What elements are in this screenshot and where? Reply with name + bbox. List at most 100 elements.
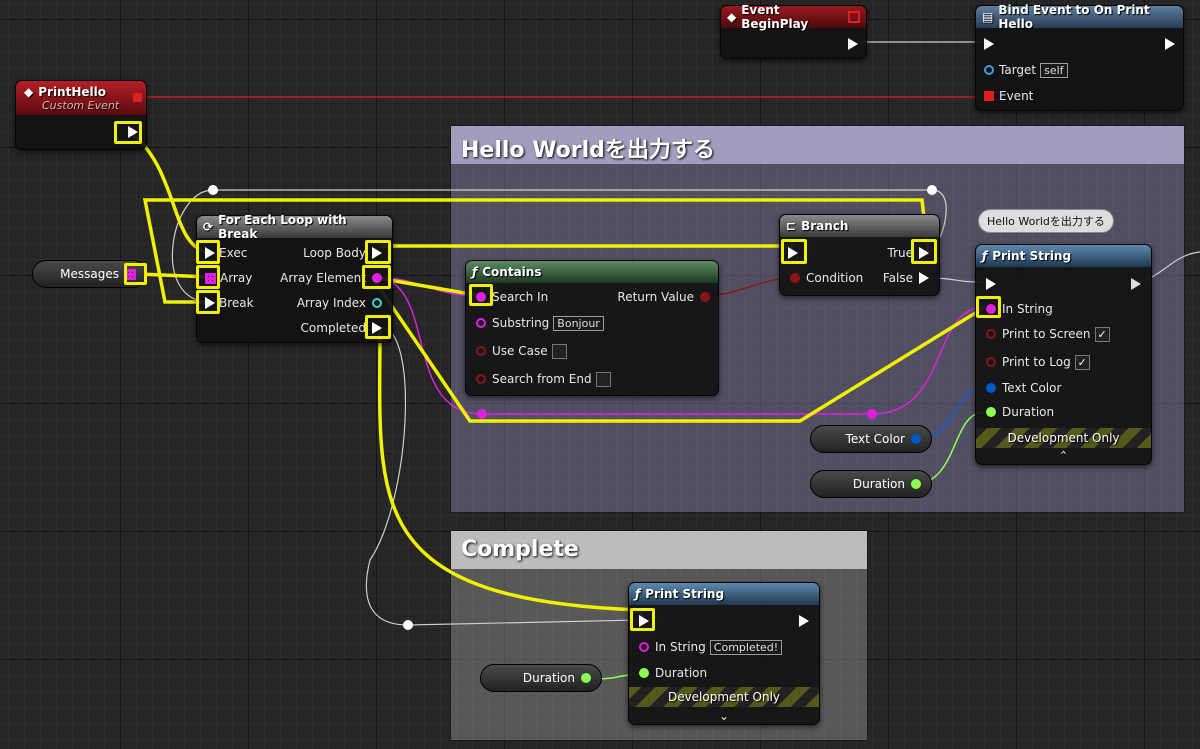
array-element-pin[interactable] <box>372 273 382 283</box>
text-color-variable-node[interactable]: Text Color <box>810 425 932 453</box>
comment-title: Complete <box>451 531 867 569</box>
struct-pin[interactable] <box>911 434 921 444</box>
use-case-pin[interactable] <box>476 346 486 356</box>
duration-var-label: Duration <box>522 671 575 685</box>
condition-pin[interactable] <box>790 273 800 283</box>
exec-out-pin[interactable] <box>1165 38 1175 50</box>
duration-variable-node[interactable]: Duration <box>810 470 932 498</box>
comment-bubble[interactable]: Hello Worldを出力する <box>978 209 1114 233</box>
expand-chevron-icon[interactable]: ⌄ <box>718 709 730 723</box>
print-to-screen-checkbox[interactable]: ✓ <box>1094 326 1110 342</box>
duration-label: Duration <box>1002 405 1055 419</box>
contains-node[interactable]: ƒ Contains Search In Return Value Substr… <box>465 260 719 396</box>
search-from-end-pin[interactable] <box>476 374 486 384</box>
bind-event-node[interactable]: ▤ Bind Event to On Print Hello Target se… <box>975 3 1184 111</box>
reroute-knot <box>477 409 487 419</box>
true-label: True <box>887 246 914 260</box>
substring-pin[interactable] <box>476 318 486 328</box>
exec-label: Exec <box>219 246 248 260</box>
node-title: Bind Event to On Print Hello <box>998 3 1150 31</box>
event-icon: ◆ <box>24 84 34 99</box>
search-from-end-label: Search from End <box>492 372 592 386</box>
branch-icon: ⊏ <box>786 219 797 233</box>
return-value-pin[interactable] <box>700 292 710 302</box>
true-pin[interactable] <box>919 247 929 259</box>
duration-pin[interactable] <box>986 407 996 417</box>
search-from-end-checkbox[interactable] <box>595 371 611 387</box>
text-color-pin[interactable] <box>986 383 996 393</box>
event-label: Event <box>999 89 1034 103</box>
duration-variable-node-2[interactable]: Duration <box>480 664 602 692</box>
exec-out-pin[interactable] <box>799 615 809 627</box>
for-each-loop-node[interactable]: ⟳ For Each Loop with Break Exec Array Br… <box>196 213 393 343</box>
highlight-box <box>124 263 147 285</box>
delegate-pin[interactable] <box>848 11 860 23</box>
false-label: False <box>882 271 913 285</box>
in-string-pin[interactable] <box>986 304 996 314</box>
substring-value[interactable]: Bonjour <box>553 315 604 331</box>
reroute-knot <box>927 185 937 195</box>
node-title: Print String <box>992 249 1072 263</box>
print-to-log-pin[interactable] <box>986 357 996 367</box>
highlight-wire-completed <box>377 326 644 621</box>
highlight-box <box>196 240 220 264</box>
messages-label: Messages <box>60 267 119 281</box>
exec-out-pin[interactable] <box>1131 278 1141 290</box>
false-pin[interactable] <box>919 272 929 284</box>
bind-icon: ▤ <box>982 10 994 24</box>
development-only-banner: Development Only <box>976 428 1151 448</box>
highlight-box <box>469 284 493 306</box>
custom-event-printhello-node[interactable]: ◆ PrintHello Custom Event <box>15 80 147 150</box>
exec-out-pin[interactable] <box>128 126 138 138</box>
reroute-knot <box>867 409 877 419</box>
float-pin[interactable] <box>911 479 921 489</box>
highlight-box <box>362 265 391 289</box>
completed-label: Completed <box>300 321 366 335</box>
print-to-screen-pin[interactable] <box>986 329 996 339</box>
exec-in-pin[interactable] <box>205 247 215 259</box>
dev-only-label: Development Only <box>667 690 781 704</box>
highlight-wire-element-instring <box>370 276 986 423</box>
exec-in-pin[interactable] <box>788 247 798 259</box>
exec-in-pin[interactable] <box>639 615 649 627</box>
reroute-knot <box>403 620 413 630</box>
event-beginplay-node[interactable]: ◆ Event BeginPlay <box>720 3 867 59</box>
node-title: Print String <box>645 587 725 601</box>
highlight-box <box>976 296 1001 318</box>
loop-icon: ⟳ <box>203 220 214 234</box>
exec-in-pin[interactable] <box>984 38 994 50</box>
target-value[interactable]: self <box>1040 62 1068 78</box>
print-string-node[interactable]: ƒ Print String In String Print to Screen… <box>975 244 1152 465</box>
print-to-screen-label: Print to Screen <box>1002 327 1091 341</box>
in-string-value[interactable]: Completed! <box>709 639 783 655</box>
print-to-log-checkbox[interactable]: ✓ <box>1074 354 1090 370</box>
duration-pin[interactable] <box>639 668 649 678</box>
expand-chevron-icon[interactable]: ⌃ <box>1058 449 1069 462</box>
comment-title: Hello Worldを出力する <box>451 126 1184 164</box>
array-index-pin[interactable] <box>372 298 382 308</box>
break-pin[interactable] <box>205 297 215 309</box>
duration-var-label: Duration <box>852 477 905 491</box>
function-icon: ƒ <box>982 249 988 263</box>
target-pin[interactable] <box>984 65 994 75</box>
search-in-pin[interactable] <box>476 292 486 302</box>
delegate-pin[interactable] <box>133 93 142 102</box>
exec-in-pin[interactable] <box>986 278 996 290</box>
node-title: Event BeginPlay <box>741 3 809 31</box>
exec-out-pin[interactable] <box>848 38 858 50</box>
substring-label: Substring <box>492 316 550 330</box>
highlight-box <box>196 290 220 314</box>
print-to-log-label: Print to Log <box>1002 355 1071 369</box>
break-label: Break <box>219 296 254 310</box>
in-string-pin[interactable] <box>639 642 649 652</box>
loop-body-pin[interactable] <box>372 247 382 259</box>
wire-exec-completed <box>365 326 641 626</box>
completed-pin[interactable] <box>372 322 382 334</box>
array-pin-icon[interactable] <box>205 272 216 284</box>
use-case-checkbox[interactable] <box>551 343 567 359</box>
float-pin[interactable] <box>581 673 591 683</box>
array-pin-icon[interactable] <box>125 268 136 280</box>
event-icon: ◆ <box>727 10 737 24</box>
event-pin[interactable] <box>984 91 994 101</box>
